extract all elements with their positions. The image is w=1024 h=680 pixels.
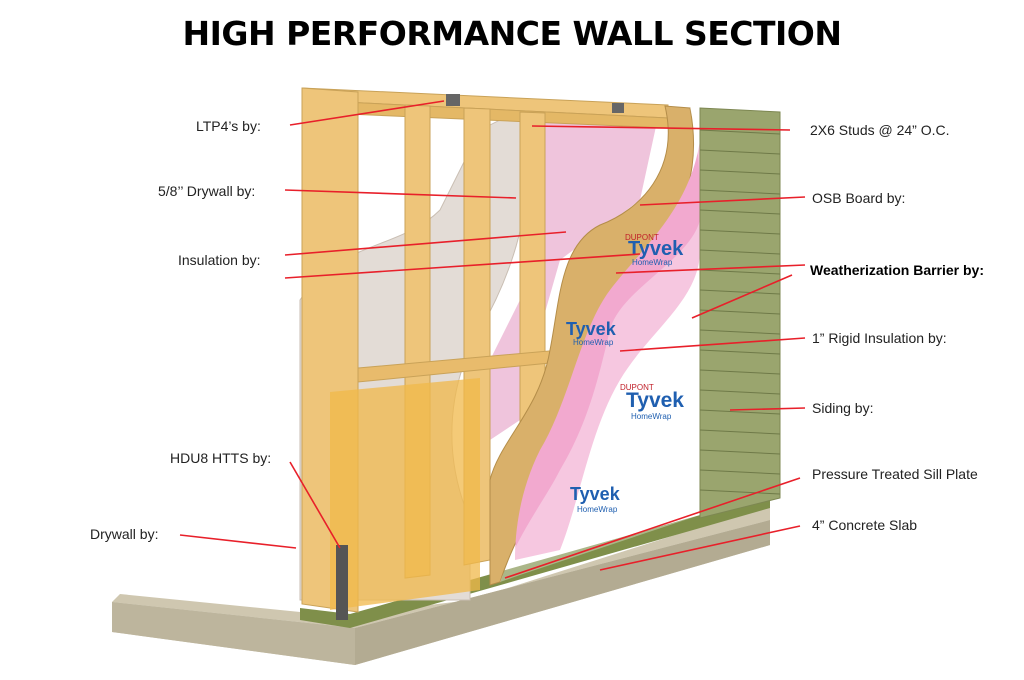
label-sill-plate: Pressure Treated Sill Plate <box>812 466 978 482</box>
label-siding: Siding by: <box>812 400 874 416</box>
svg-text:HomeWrap: HomeWrap <box>631 412 672 421</box>
siding-laps <box>699 129 781 495</box>
svg-text:HomeWrap: HomeWrap <box>577 505 618 514</box>
svg-text:HomeWrap: HomeWrap <box>573 338 614 347</box>
ltp4-connector <box>446 94 460 106</box>
svg-text:Tyvek: Tyvek <box>628 238 684 260</box>
label-osb: OSB Board by: <box>812 190 906 206</box>
tyvek-logo-1: DUPONT Tyvek HomeWrap <box>625 233 684 267</box>
leader-siding <box>729 407 806 411</box>
lower-insulation <box>330 378 480 610</box>
leader-osb <box>639 196 806 206</box>
leader-hdu8 <box>289 461 341 549</box>
svg-text:DUPONT: DUPONT <box>625 233 659 242</box>
leader-lines <box>179 100 806 579</box>
leader-studs <box>531 125 791 131</box>
tyvek-logo-4: Tyvek HomeWrap <box>570 484 621 514</box>
rigid-insulation <box>515 140 700 560</box>
label-drywall-58: 5/8’’ Drywall by: <box>158 183 256 199</box>
concrete-slab-front <box>112 602 355 665</box>
label-ltp4: LTP4’s by: <box>196 118 261 134</box>
tyvek-wrap <box>500 108 700 582</box>
leader-drywall <box>179 534 297 549</box>
leader-drywall58 <box>284 189 517 199</box>
diagram-title: HIGH PERFORMANCE WALL SECTION <box>182 14 842 53</box>
hdu8-holddown <box>336 545 348 620</box>
leader-insulation-1 <box>284 231 567 256</box>
tyvek-logo-3: Tyvek HomeWrap <box>566 319 617 347</box>
leader-slab <box>599 525 801 571</box>
tyvek-logo-2: DUPONT Tyvek HomeWrap <box>620 383 684 421</box>
label-drywall: Drywall by: <box>90 526 159 542</box>
leader-sill <box>504 477 801 579</box>
svg-text:Tyvek: Tyvek <box>566 319 617 339</box>
label-rigid-insulation: 1” Rigid Insulation by: <box>812 330 947 346</box>
leader-weather-1 <box>615 264 806 274</box>
label-insulation: Insulation by: <box>178 252 261 268</box>
concrete-slab-side <box>355 520 770 665</box>
label-hdu8: HDU8 HTTS by: <box>170 450 272 466</box>
leader-rigid <box>619 337 806 352</box>
svg-text:HomeWrap: HomeWrap <box>632 258 673 267</box>
leader-weather-2 <box>691 274 793 319</box>
leader-ltp4 <box>289 100 445 126</box>
label-studs: 2X6 Studs @ 24” O.C. <box>810 122 950 138</box>
svg-text:Tyvek: Tyvek <box>570 484 621 504</box>
svg-text:DUPONT: DUPONT <box>620 383 654 392</box>
ltp4-connector-2 <box>612 103 624 113</box>
svg-text:Tyvek: Tyvek <box>626 389 684 412</box>
label-concrete-slab: 4” Concrete Slab <box>812 517 918 533</box>
label-weatherization: Weatherization Barrier by: <box>810 262 985 278</box>
leader-insulation-2 <box>284 253 641 279</box>
